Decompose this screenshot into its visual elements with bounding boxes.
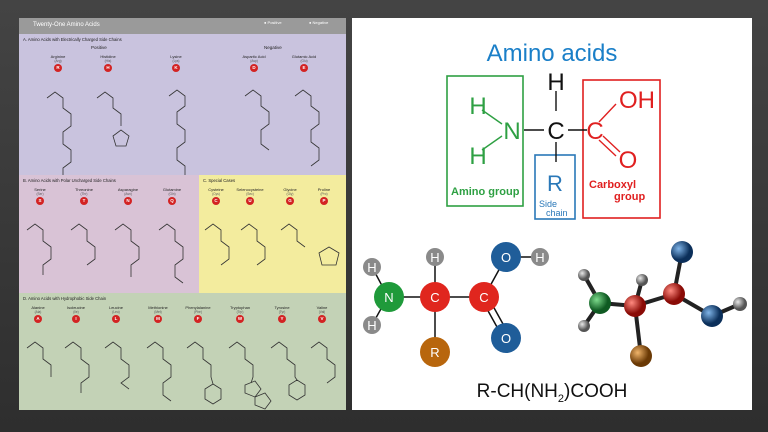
atom-n: N	[503, 118, 520, 145]
aa-selenocysteine: Selenocysteine(Sec)U	[236, 187, 264, 205]
aa-aspartic-acid: Aspartic Acid(Asp)D	[242, 54, 266, 72]
section-a: A. Amino Acids with Electrically Charged…	[19, 34, 346, 192]
section-d-structures	[26, 341, 336, 410]
ball-r	[420, 337, 450, 367]
aa-leucine: Leucine(Leu)L	[108, 305, 123, 323]
section-b: B. Amino Acids with Polar Uncharged Side…	[19, 175, 199, 293]
section-a-structures	[46, 89, 320, 180]
ball3d-c2	[663, 283, 685, 305]
atom-r: R	[547, 171, 563, 196]
aa-threonine: Threonine(Thr)T	[74, 187, 93, 205]
side-chain-label-2: chain	[546, 208, 568, 218]
ball3d-r	[630, 345, 652, 367]
section-b-structures	[26, 223, 184, 284]
side-chain-box	[534, 154, 576, 220]
ball-h2-label: H	[367, 318, 376, 333]
ball3d-c1	[624, 295, 646, 317]
amino-group-box	[446, 75, 524, 207]
atom-o: O	[619, 147, 638, 174]
ball-h2	[363, 316, 381, 334]
ball-h1	[363, 258, 381, 276]
section-c: C. Special Cases Cysteine(Cys)C Selenocy…	[199, 175, 346, 293]
atom-h-left-bottom: H	[469, 143, 486, 170]
atom-c-carboxyl: C	[586, 118, 603, 145]
ball-o1	[491, 242, 521, 272]
ball3d-o2	[701, 305, 723, 327]
amino-group-label: Amino group	[451, 186, 520, 198]
general-formula: R-CH(NH2)COOH	[476, 381, 628, 405]
ball-c1	[420, 282, 450, 312]
structure-diagram: H C H H N C OH O R Amino group Side chai…	[446, 69, 661, 220]
ball-c1-label: C	[430, 290, 439, 305]
group-negative-label: Negative	[264, 45, 282, 50]
carboxyl-label-2: group	[614, 191, 645, 203]
aa-cysteine: Cysteine(Cys)C	[208, 187, 224, 205]
section-b-title: B. Amino Acids with Polar Uncharged Side…	[23, 178, 116, 183]
ball-h4-label: H	[535, 250, 544, 265]
ball-o2-label: O	[501, 331, 511, 346]
section-c-title: C. Special Cases	[203, 178, 236, 183]
ball3d-n	[589, 292, 611, 314]
section-d: D. Amino Acids with Hydrophobic Side Cha…	[19, 293, 346, 410]
ball-n	[374, 282, 404, 312]
aa-methionine: Methionine(Met)M	[148, 305, 168, 323]
atom-h-left-top: H	[469, 93, 486, 120]
carboxyl-label-1: Carboxyl	[589, 179, 636, 191]
ball-n-label: N	[384, 290, 393, 305]
ball3d-o1	[671, 241, 693, 263]
aa-valine: Valine(Val)V	[316, 305, 328, 323]
legend-negative: ● Negative	[309, 20, 329, 25]
ball3d-h2	[578, 320, 590, 332]
aa-phenylalanine: Phenylalanine(Phe)F	[185, 305, 211, 323]
aa-lysine: Lysine(Lys)K	[170, 54, 182, 72]
aa-glutamine: Glutamine(Gln)Q	[162, 187, 182, 205]
ball-h4	[531, 248, 549, 266]
ball-h3	[426, 248, 444, 266]
atom-c-center: C	[547, 118, 564, 145]
ball-h1-label: H	[367, 260, 376, 275]
ball-model-2d: H H H H N C C O O R	[363, 242, 549, 367]
ball-o1-label: O	[501, 250, 511, 265]
atom-oh: OH	[619, 87, 655, 114]
ball3d-h4	[733, 297, 747, 311]
ball-h3-label: H	[430, 250, 439, 265]
aa-tyrosine: Tyrosine(Tyr)Y	[274, 305, 290, 323]
aa-tryptophan: Tryptophan(Trp)W	[229, 305, 251, 323]
ball3d-h1	[578, 269, 590, 281]
ball3d-h3	[636, 274, 648, 286]
group-positive-label: Positive	[91, 45, 107, 50]
aa-arginine: Arginine(Arg)R	[50, 54, 66, 72]
aa-glycine: Glycine(Gly)G	[283, 187, 297, 205]
ball-c2	[469, 282, 499, 312]
ball-r-label: R	[430, 345, 439, 360]
ball-o2	[491, 323, 521, 353]
aa-alanine: Alanine(Ala)A	[31, 305, 45, 323]
carboxyl-group-box	[582, 79, 661, 219]
amino-acids-poster: Twenty-One Amino Acids ● Positive ● Nega…	[19, 18, 346, 410]
poster-header: Twenty-One Amino Acids ● Positive ● Nega…	[19, 18, 346, 34]
aa-proline: Proline(Pro)P	[317, 187, 331, 205]
card-title: Amino acids	[486, 40, 618, 67]
section-c-structures	[204, 223, 340, 266]
legend-positive: ● Positive	[264, 20, 282, 25]
section-a-title: A. Amino Acids with Electrically Charged…	[23, 37, 122, 42]
ball-model-3d	[578, 241, 747, 367]
atom-h-top: H	[547, 69, 564, 96]
section-d-title: D. Amino Acids with Hydrophobic Side Cha…	[23, 296, 107, 301]
poster-title: Twenty-One Amino Acids	[33, 22, 100, 28]
aa-serine: Serine(Ser)S	[34, 187, 46, 205]
aa-isoleucine: Isoleucine(Ile)I	[66, 305, 85, 323]
aa-asparagine: Asparagine(Asn)N	[117, 187, 139, 205]
amino-acid-structure-card: Amino acids H C H H N C OH O R	[352, 18, 752, 410]
side-chain-label-1: Side	[539, 199, 557, 209]
aa-histidine: Histidine(His)H	[100, 54, 116, 72]
aa-glutamic-acid: Glutamic Acid(Glu)E	[291, 54, 317, 72]
ball-c2-label: C	[479, 290, 488, 305]
